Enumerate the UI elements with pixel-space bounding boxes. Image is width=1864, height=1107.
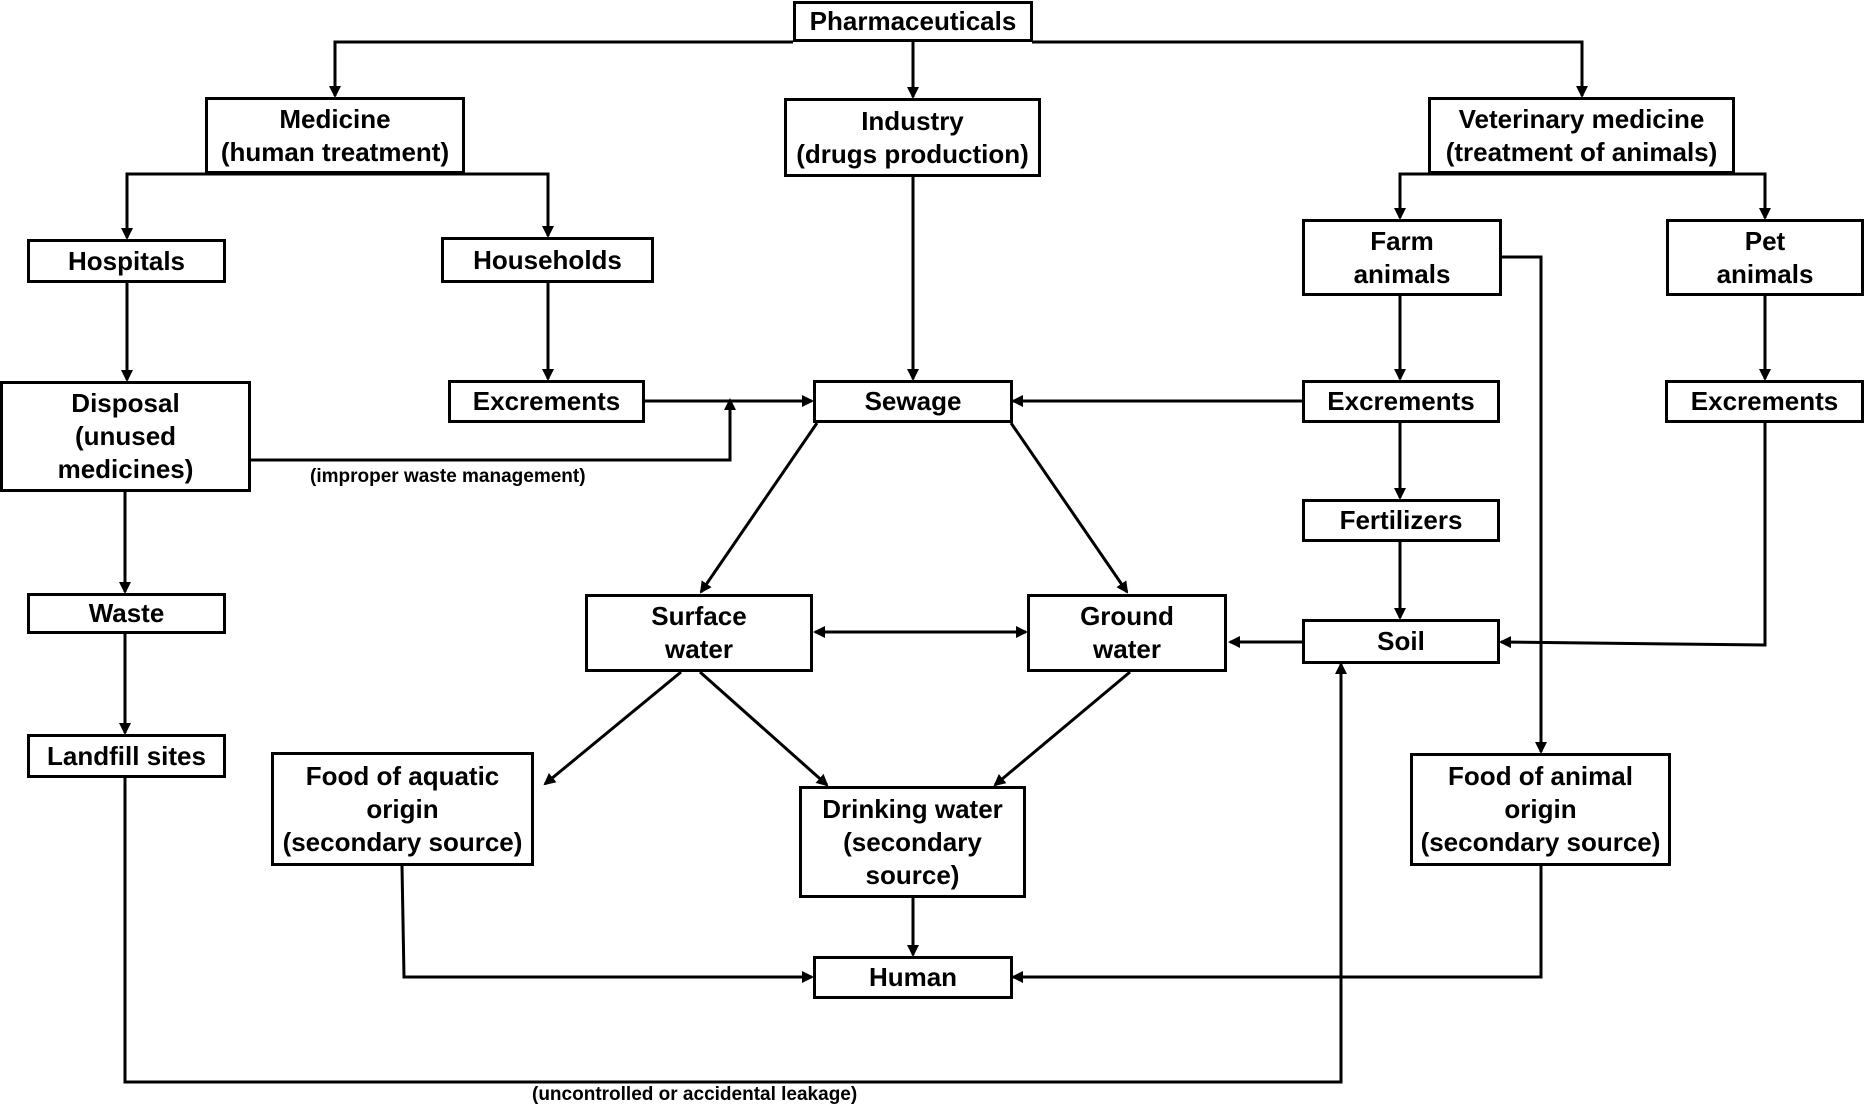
node-industry: Industry (drugs production) <box>784 98 1041 177</box>
arrow-vet-to-farm <box>1394 172 1582 220</box>
node-veterinary: Veterinary medicine (treatment of animal… <box>1428 97 1735 174</box>
node-pharmaceuticals: Pharmaceuticals <box>793 1 1033 42</box>
node-excrements-human: Excrements <box>448 380 645 423</box>
node-hospitals: Hospitals <box>27 239 226 283</box>
arrow-surface-to-drinking <box>699 670 829 787</box>
arrow-disposal-to-sewage <box>251 398 736 462</box>
node-sewage: Sewage <box>813 380 1013 423</box>
arrow-pharma-to-veterinary <box>1032 40 1588 98</box>
arrow-farm-to-food-animal <box>1502 255 1547 754</box>
node-food-aquatic: Food of aquatic origin (secondary source… <box>271 752 534 866</box>
node-landfill: Landfill sites <box>27 734 226 778</box>
arrow-pet-excrements-to-soil <box>1499 423 1767 649</box>
note-leakage: (uncontrolled or accidental leakage) <box>532 1084 858 1105</box>
node-pet-animals: Pet animals <box>1666 219 1864 296</box>
node-fertilizers: Fertilizers <box>1302 499 1500 542</box>
arrow-medicine-to-households <box>335 172 554 238</box>
node-medicine: Medicine (human treatment) <box>205 97 465 174</box>
arrow-food-aquatic-to-human <box>400 865 814 983</box>
arrow-sewage-to-ground <box>1009 422 1129 594</box>
arrow-landfill-to-soil <box>123 662 1347 1084</box>
node-excrements-farm: Excrements <box>1302 380 1500 423</box>
arrow-pharma-to-medicine <box>329 40 793 98</box>
node-waste: Waste <box>27 593 226 634</box>
note-improper-waste: (improper waste management) <box>310 466 586 487</box>
arrow-medicine-to-hospitals <box>121 172 335 240</box>
node-households: Households <box>441 237 654 283</box>
arrow-food-animal-to-human <box>1011 866 1543 983</box>
node-excrements-pet: Excrements <box>1665 380 1864 423</box>
arrow-sewage-to-surface <box>699 422 819 594</box>
arrow-surface-to-food-aquatic <box>543 670 682 786</box>
node-ground-water: Ground water <box>1027 594 1227 672</box>
node-farm-animals: Farm animals <box>1302 219 1502 296</box>
node-soil: Soil <box>1302 619 1500 664</box>
arrow-vet-to-pet <box>1582 172 1771 220</box>
node-surface-water: Surface water <box>585 594 813 672</box>
node-food-animal: Food of animal origin (secondary source) <box>1410 753 1671 866</box>
arrow-ground-to-drinking <box>993 670 1131 787</box>
node-disposal: Disposal (unused medicines) <box>0 381 251 492</box>
node-drinking-water: Drinking water (secondary source) <box>799 786 1026 898</box>
node-human: Human <box>813 956 1013 999</box>
